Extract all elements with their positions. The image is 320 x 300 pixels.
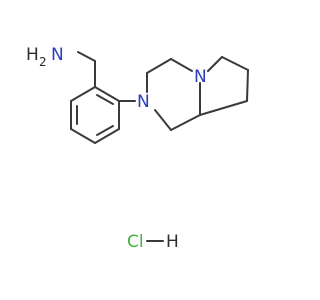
bond-c3-c4 (94, 128, 120, 144)
bond-c1-c2 (94, 86, 120, 102)
ring-nitrogen-aryl: N (137, 92, 150, 112)
bond-c6-c1 (70, 86, 96, 102)
double-bond-c3-c4 (96, 125, 114, 136)
bond-c6-c7 (246, 69, 249, 102)
bond-c4-c5 (70, 128, 96, 144)
bond-c-n1 (154, 109, 172, 131)
piperazine-ring (146, 58, 201, 131)
chlorine-label: Cl (127, 232, 144, 252)
bond-c5-c6 (221, 56, 249, 71)
nh2-h-text: H (26, 45, 39, 65)
nh2-n-text: N (51, 45, 64, 65)
bond-ch2-nh2 (77, 51, 96, 62)
bond-c7-c8a (199, 100, 248, 116)
bond-c8a-c (170, 114, 201, 131)
bond-c-c-upper (146, 58, 172, 74)
double-bond-c1-c2 (96, 94, 114, 105)
nh2-label: H 2 N (26, 45, 64, 69)
structure-canvas: H 2 N N N Cl H (26, 45, 249, 252)
nh2-subscript: 2 (39, 55, 47, 69)
bond-c-n2 (170, 58, 193, 72)
hcl-salt: Cl H (127, 232, 179, 252)
bond-n2-c5 (207, 56, 223, 72)
benzene-ring (70, 86, 120, 144)
pyrrolidine-ring (199, 56, 249, 116)
ring-nitrogen-bridgehead: N (194, 67, 207, 87)
hydrogen-label: H (166, 232, 179, 252)
